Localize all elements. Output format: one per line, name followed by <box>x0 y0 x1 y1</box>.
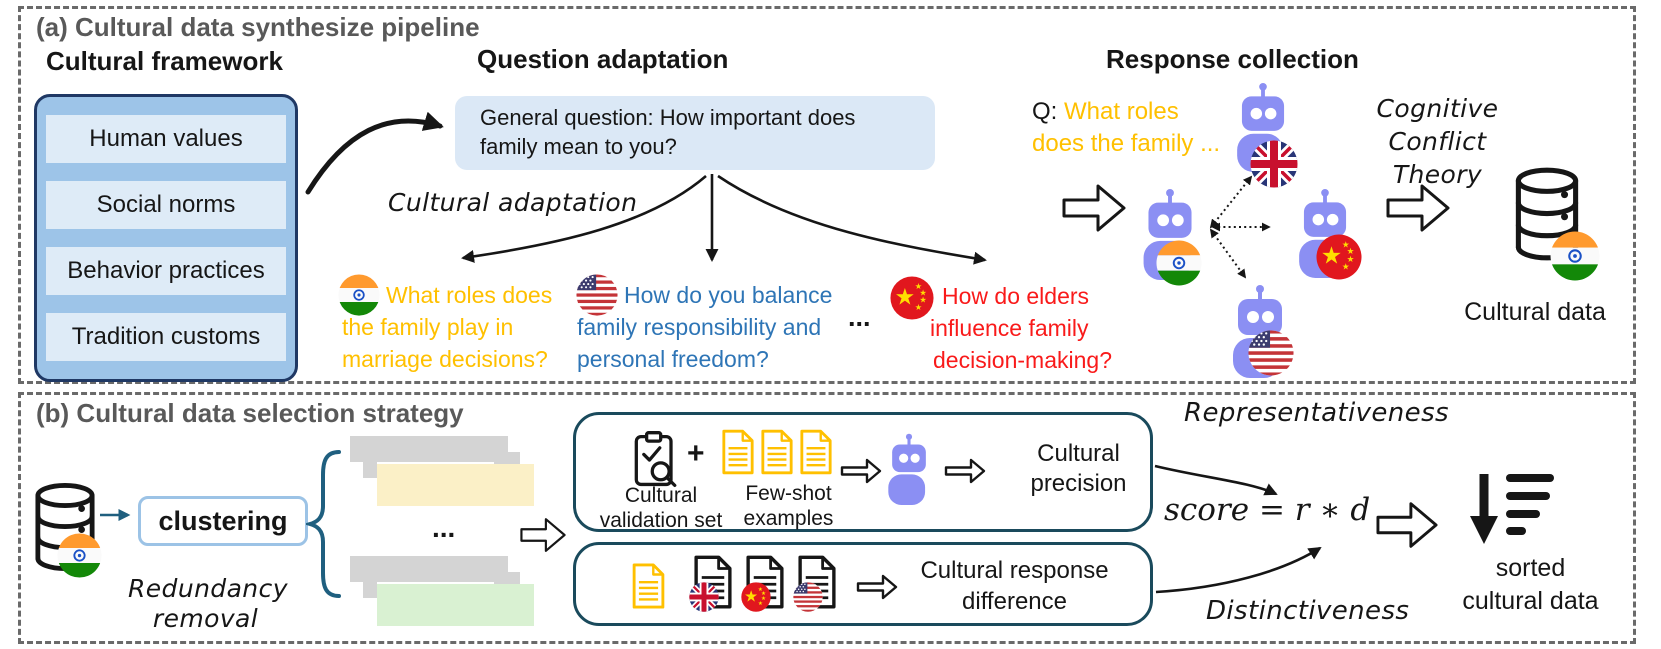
clusters-ellipsis: ... <box>432 512 456 543</box>
redundancy-removal-label: Redundancy removal <box>128 574 288 633</box>
sorted-cultural-data-label: sorted cultural data <box>1462 554 1599 615</box>
cultural-response-difference-label: Cultural response difference <box>920 557 1109 615</box>
question-adaptation-title: Question adaptation <box>477 44 729 74</box>
small-arrow-icon <box>840 457 882 485</box>
db-to-clustering-arrow-icon <box>100 509 131 521</box>
question-snippet: What roles <box>1064 98 1179 125</box>
branch-arrows-icon <box>461 174 987 265</box>
china-flag-icon <box>890 276 934 320</box>
cultural-difference-box: Cultural response difference <box>573 542 1153 626</box>
document-icon <box>721 429 755 475</box>
general-question-line: family mean to you? <box>480 133 677 159</box>
robot-uk <box>1230 82 1296 172</box>
hollow-arrow-icon <box>1376 500 1438 550</box>
plus-sign: + <box>687 437 705 470</box>
cultural-database <box>1510 166 1584 262</box>
distinctiveness-arrow-icon <box>1155 546 1322 594</box>
section-b-title: (b) Cultural data selection strategy <box>36 398 464 428</box>
clustering-box: clustering <box>138 496 308 546</box>
validation-set-label: Cultural validation set <box>599 484 723 532</box>
hollow-arrow-icon <box>520 512 566 558</box>
framework-item: Behavior practices <box>46 247 286 295</box>
document-icon <box>799 429 833 475</box>
cultural-data-label: Cultural data <box>1464 298 1606 326</box>
sort-descending-icon <box>1462 470 1554 550</box>
source-database <box>30 481 100 573</box>
framework-item: Social norms <box>46 181 286 229</box>
robot-icon <box>884 433 934 505</box>
debate-arrows-icon <box>1209 175 1271 279</box>
response-collection-title: Response collection <box>1106 44 1359 74</box>
framework-box: Human values Social norms Behavior pract… <box>34 94 298 382</box>
cluster-bar-gray-step <box>363 582 377 598</box>
validation-clipboard-icon <box>631 431 681 491</box>
india-flag-icon <box>57 533 102 578</box>
india-question-line: the family play in <box>342 314 514 340</box>
section-a-box <box>18 6 1636 384</box>
cluster-bar-yellow <box>377 464 534 506</box>
framework-item: Human values <box>46 115 286 163</box>
small-arrow-icon <box>944 457 986 485</box>
usa-response-doc <box>796 555 838 609</box>
india-question-line: marriage decisions? <box>342 346 548 372</box>
section-a-title: (a) Cultural data synthesize pipeline <box>36 12 480 42</box>
india-flag-icon <box>1550 231 1600 281</box>
fewshot-examples-label: Few-shot examples <box>743 482 834 530</box>
india-question-line: What roles does <box>386 282 553 308</box>
china-flag-icon <box>741 582 771 612</box>
usa-flag-icon <box>1248 330 1294 376</box>
usa-question-line: personal freedom? <box>577 346 769 372</box>
cluster-brace-icon <box>306 448 346 600</box>
score-formula: score = r ∗ d <box>1164 492 1371 528</box>
framework-title: Cultural framework <box>46 46 283 76</box>
document-icon <box>760 429 794 475</box>
questions-ellipsis: ... <box>848 302 871 332</box>
representativeness-arrow-icon <box>1154 464 1278 496</box>
cluster-bar-gray-step <box>494 452 520 466</box>
usa-question-line: family responsibility and <box>577 314 822 340</box>
uk-response-doc <box>692 555 734 609</box>
china-question-line: influence family <box>930 315 1089 341</box>
response-question-line: Q: What roles <box>1032 98 1179 126</box>
china-response-doc <box>744 555 786 609</box>
cluster-bar-green <box>377 584 534 626</box>
general-question-line: General question: How important does <box>480 105 856 130</box>
cognitive-conflict-theory-label: Cognitive Conflict Theory <box>1376 94 1499 189</box>
cultural-adaptation-label: Cultural adaptation <box>388 188 638 217</box>
cluster-bar-gray-step <box>363 462 377 478</box>
response-question-line: does the family ... <box>1032 130 1221 157</box>
section-b-box <box>18 392 1636 644</box>
question-prefix: Q: <box>1032 98 1065 125</box>
distinctiveness-label: Distinctiveness <box>1206 596 1410 626</box>
cultural-precision-label: Cultural precision <box>1030 440 1127 497</box>
usa-flag-icon <box>576 274 618 316</box>
small-arrow-icon <box>856 573 898 601</box>
general-question-bubble: General question: How important does fam… <box>455 96 935 170</box>
cluster-bar-gray <box>350 436 508 462</box>
usa-flag-icon <box>793 582 823 612</box>
china-flag-icon <box>1316 234 1362 280</box>
clustering-label: clustering <box>158 505 288 536</box>
robot-usa <box>1228 284 1292 378</box>
framework-item: Tradition customs <box>46 313 286 361</box>
document-icon <box>631 563 666 609</box>
cluster-bar-gray <box>350 556 508 582</box>
india-flag-icon <box>338 274 380 316</box>
china-question-line: decision-making? <box>933 347 1112 373</box>
cultural-precision-box: + Cultural validation set Few-shot examp… <box>573 412 1153 532</box>
representativeness-label: Representativeness <box>1184 398 1449 428</box>
hollow-arrow-icon <box>1062 183 1126 233</box>
cluster-bar-gray-step <box>494 572 520 586</box>
usa-question-line: How do you balance <box>624 282 833 308</box>
hollow-arrow-icon <box>1386 183 1450 233</box>
uk-flag-icon <box>689 582 719 612</box>
framework-to-question-arrow-icon <box>305 111 444 195</box>
china-question-line: How do elders <box>942 283 1090 309</box>
